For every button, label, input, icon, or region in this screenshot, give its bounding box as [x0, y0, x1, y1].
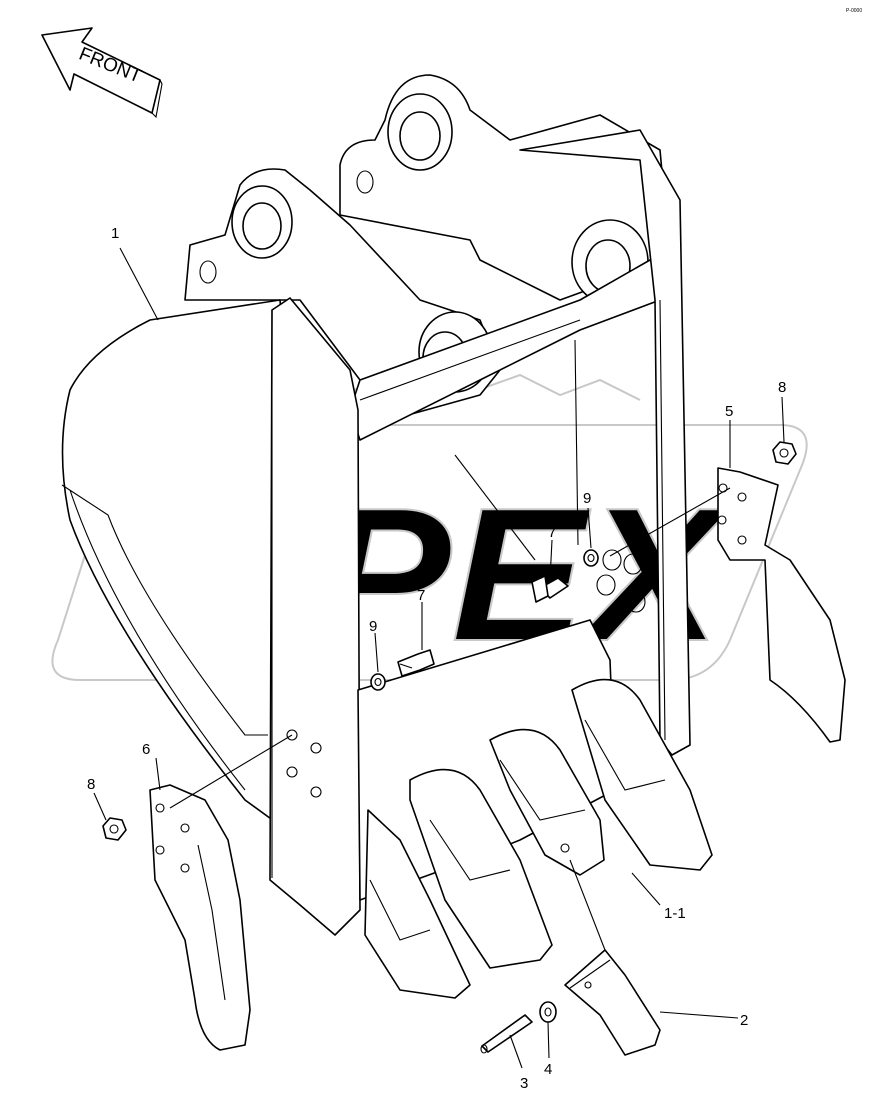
bolt-left: [397, 649, 435, 677]
callout-labels: 1 1-1 2 3 4 5 6 7 7 8 8 9 9: [87, 225, 786, 1092]
teeth-assembly: [364, 678, 713, 999]
tooth-tip-part: [564, 949, 661, 1056]
callout-5: 5: [725, 403, 733, 420]
leader-lines: [93, 247, 785, 1069]
callout-6: 6: [142, 741, 150, 758]
pin-part: [480, 1014, 533, 1054]
callout-8-right: 8: [778, 379, 786, 396]
callout-1: 1: [111, 225, 119, 242]
side-cutter-left: [149, 784, 251, 1051]
side-cutter-right: [717, 467, 846, 743]
front-arrow: FRONT: [41, 27, 163, 119]
bolt-right: [531, 575, 569, 603]
washer-right: [583, 549, 599, 567]
callout-7-left: 7: [417, 587, 425, 604]
callout-3: 3: [520, 1075, 528, 1092]
callout-1-1: 1-1: [664, 905, 686, 922]
nut-right: [772, 441, 797, 465]
callout-8-left: 8: [87, 776, 95, 793]
callout-9-right: 9: [583, 490, 591, 507]
callout-2: 2: [740, 1012, 748, 1029]
washer-part: [539, 1001, 557, 1023]
nut-left: [102, 817, 127, 841]
callout-7-right: 7: [548, 524, 556, 541]
washer-left: [370, 673, 386, 691]
corner-mark: P-0000: [846, 8, 862, 14]
callout-4: 4: [544, 1061, 552, 1078]
callout-9-left: 9: [369, 618, 377, 635]
